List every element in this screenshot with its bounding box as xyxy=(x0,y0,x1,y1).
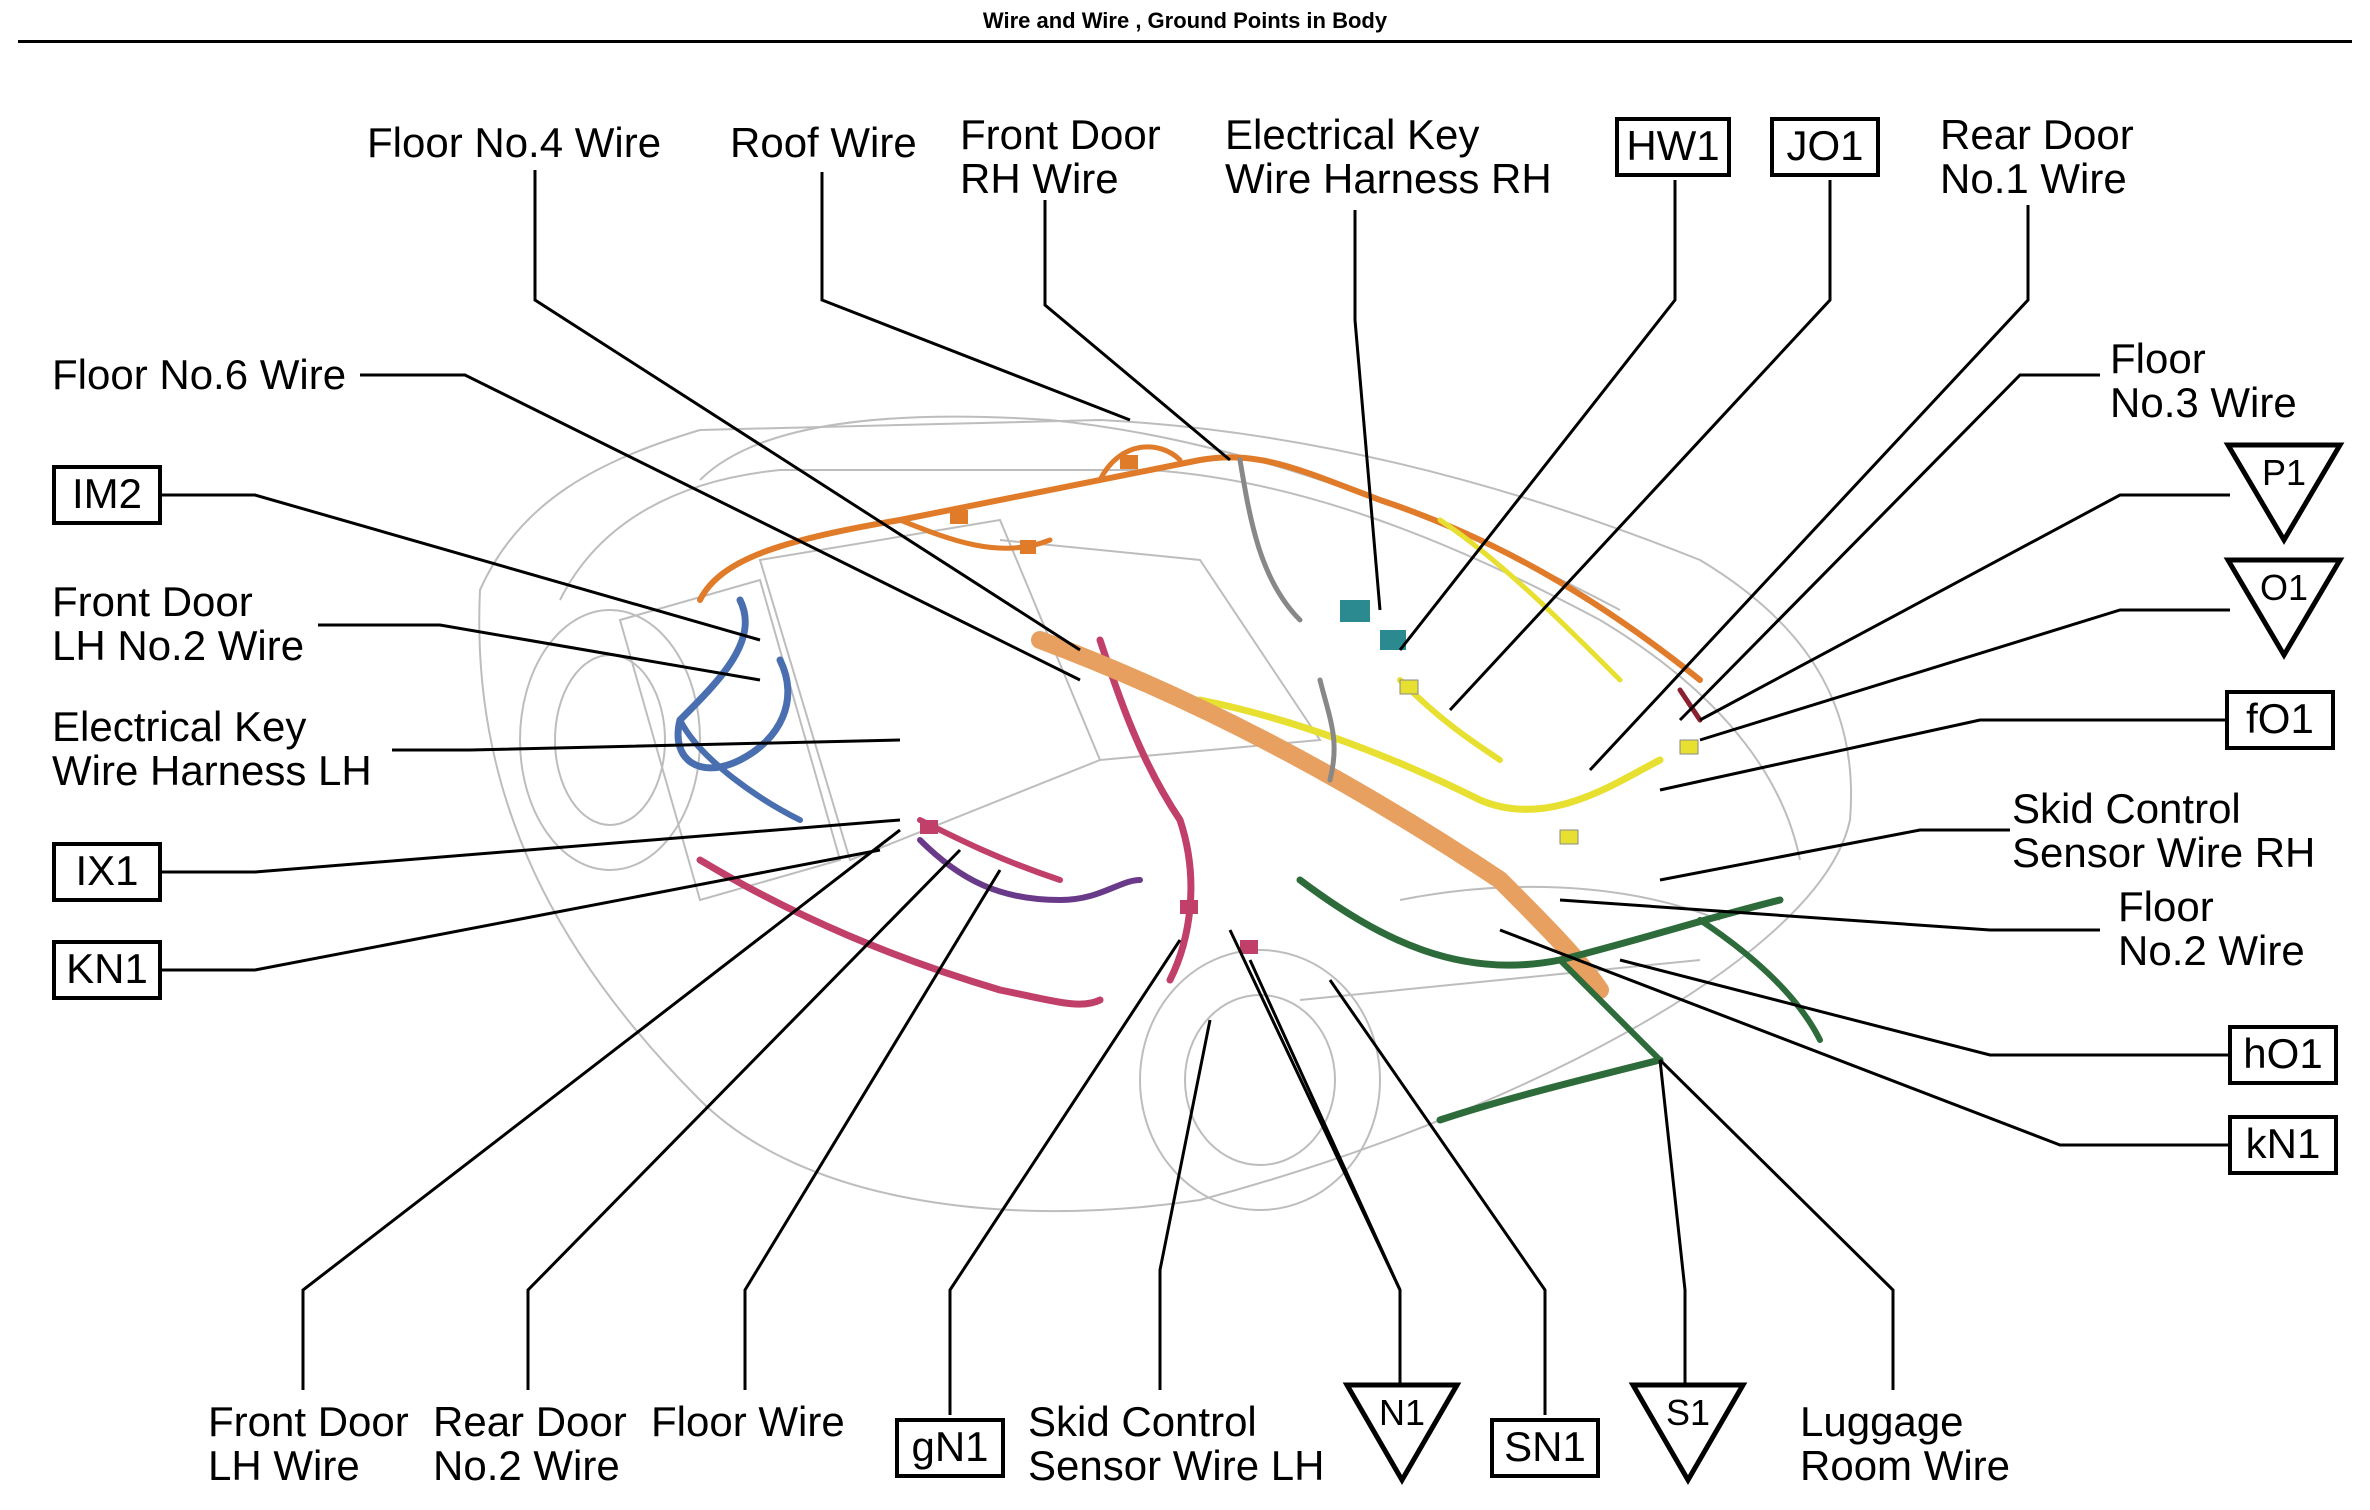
page-title: Wire and Wire , Ground Points in Body xyxy=(982,8,1388,33)
triangle-o1 xyxy=(2223,557,2345,660)
box-gn1: gN1 xyxy=(895,1418,1005,1478)
label-rear-door-no2-wire: Rear Door No.2 Wire xyxy=(433,1398,627,1489)
yellow-harness xyxy=(1196,696,1664,813)
pink-harness xyxy=(696,856,1104,1008)
ground-triangles xyxy=(1342,442,2345,1485)
title-rule xyxy=(18,40,2352,43)
car-outline xyxy=(478,415,1853,1213)
box-hw1: HW1 xyxy=(1615,117,1731,177)
box-fo1: fO1 xyxy=(2225,690,2335,750)
triangle-n1 xyxy=(1342,1382,1462,1485)
triangle-label-s1: S1 xyxy=(1665,1392,1711,1433)
box-ho1: hO1 xyxy=(2228,1025,2338,1085)
label-skid-control-lh: Skid Control Sensor Wire LH xyxy=(1028,1398,1325,1489)
label-front-door-rh-wire: Front Door RH Wire xyxy=(960,111,1161,202)
label-floor-no6-wire: Floor No.6 Wire xyxy=(52,351,347,398)
box-kn1-lower: kN1 xyxy=(2228,1115,2338,1175)
roof-harness xyxy=(697,454,1703,683)
floor-harness xyxy=(1031,631,1609,999)
blue-harness xyxy=(674,596,792,772)
box-kn1: KN1 xyxy=(52,940,162,1000)
label-skid-control-rh: Skid Control Sensor Wire RH xyxy=(2012,785,2316,876)
box-jo1: JO1 xyxy=(1770,117,1880,177)
label-floor-no3-wire: Floor No.3 Wire xyxy=(2110,335,2297,426)
label-electrical-key-lh: Electrical Key Wire Harness LH xyxy=(52,703,372,794)
label-rear-door-no1-wire: Rear Door No.1 Wire xyxy=(1940,111,2134,202)
label-floor-wire: Floor Wire xyxy=(651,1398,845,1445)
label-front-door-lh-no2-wire: Front Door LH No.2 Wire xyxy=(52,578,305,669)
box-sn1: SN1 xyxy=(1490,1418,1600,1478)
label-front-door-lh-wire: Front Door LH Wire xyxy=(208,1398,409,1489)
triangle-label-n1: N1 xyxy=(1378,1392,1426,1433)
label-floor-no2-wire: Floor No.2 Wire xyxy=(2118,883,2305,974)
leader-lines xyxy=(160,170,2230,1415)
box-im2: IM2 xyxy=(52,465,162,525)
box-ix1: IX1 xyxy=(52,842,162,902)
triangle-p1 xyxy=(2223,442,2345,545)
purple-harness xyxy=(917,837,1143,903)
triangle-s1 xyxy=(1628,1382,1748,1485)
label-luggage-room-wire: Luggage Room Wire xyxy=(1800,1398,2011,1489)
label-roof-wire: Roof Wire xyxy=(730,119,917,166)
harnesses xyxy=(674,444,1823,1124)
label-electrical-key-rh: Electrical Key Wire Harness RH xyxy=(1225,111,1552,202)
triangle-label-p1: P1 xyxy=(2261,452,2307,493)
triangle-label-o1: O1 xyxy=(2259,567,2309,608)
label-floor-no4-wire: Floor No.4 Wire xyxy=(367,119,662,166)
